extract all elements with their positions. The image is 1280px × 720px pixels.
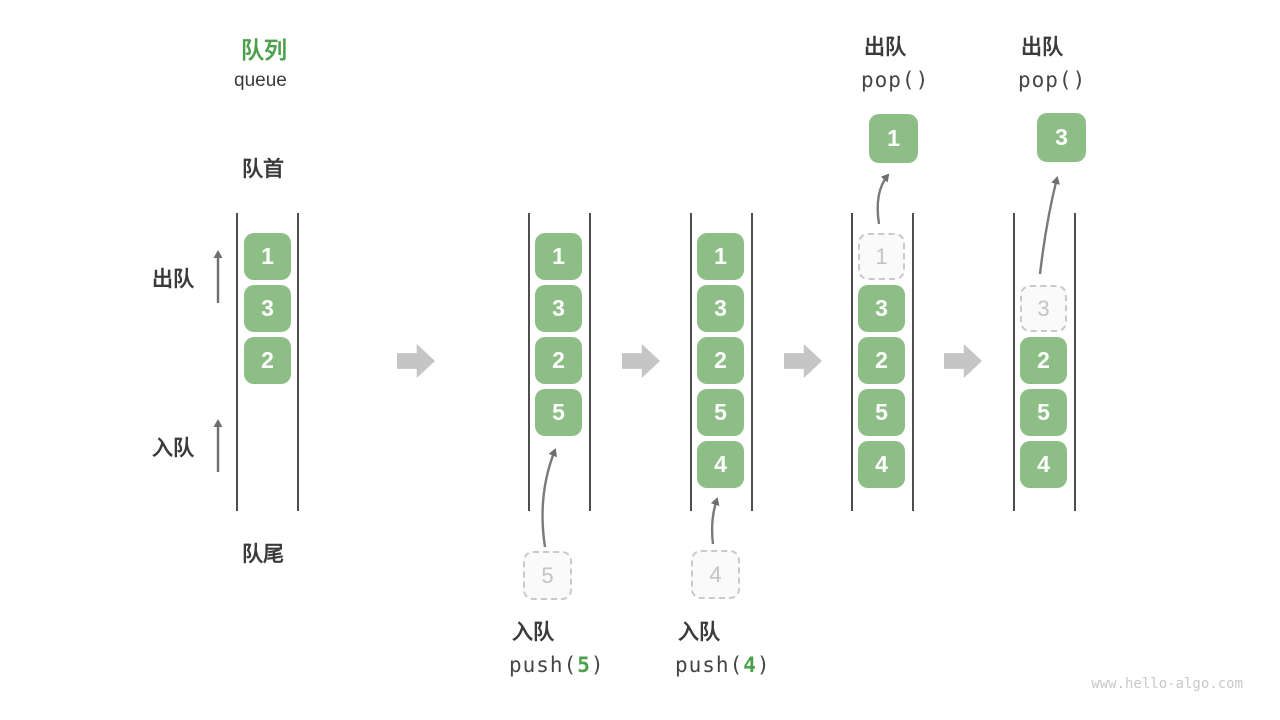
push-code-close: ) [590, 653, 605, 677]
queue-item: 5 [858, 389, 905, 436]
queue-item-ghost: 1 [858, 233, 905, 280]
pop-operation-label: 出队 [1021, 36, 1063, 59]
popped-item: 3 [1037, 113, 1086, 162]
step-arrow-icon [784, 344, 822, 378]
queue-wall-left [851, 213, 853, 511]
queue-item: 4 [1020, 441, 1067, 488]
push-code-close: ) [756, 653, 771, 677]
queue-wall-right [751, 213, 753, 511]
step-arrow-icon [397, 344, 435, 378]
diagram-subtitle: queue [234, 70, 287, 91]
queue-item: 1 [535, 233, 582, 280]
queue-wall-left [690, 213, 692, 511]
queue-item: 1 [697, 233, 744, 280]
push-code: push(5) [509, 653, 605, 677]
push-code: push(4) [675, 653, 771, 677]
queue-item: 2 [697, 337, 744, 384]
queue-wall-left [236, 213, 238, 511]
queue-item: 3 [535, 285, 582, 332]
pop-arrow-icon [876, 173, 890, 225]
diagram-title: 队列 [241, 37, 287, 63]
queue-item: 1 [244, 233, 291, 280]
queue-item: 4 [697, 441, 744, 488]
push-arrow-icon [710, 497, 720, 545]
queue-item: 3 [858, 285, 905, 332]
push-arrow-icon [541, 448, 557, 548]
pop-operation-label: 出队 [864, 36, 906, 59]
queue-wall-right [589, 213, 591, 511]
queue-wall-left [528, 213, 530, 511]
push-operation-label: 入队 [678, 621, 720, 644]
queue-item: 3 [244, 285, 291, 332]
popped-item: 1 [869, 114, 918, 163]
queue-item: 5 [535, 389, 582, 436]
step-arrow-icon [944, 344, 982, 378]
pop-code: pop() [861, 68, 930, 92]
push-code-fn: push( [675, 653, 744, 677]
queue-wall-right [912, 213, 914, 511]
queue-wall-right [1074, 213, 1076, 511]
queue-item: 2 [244, 337, 291, 384]
pop-arrow-icon [1038, 176, 1060, 275]
queue-item-ghost: 3 [1020, 285, 1067, 332]
label-dequeue-side: 出队 [152, 268, 194, 291]
incoming-item-ghost: 5 [523, 551, 572, 600]
label-queue-rear: 队尾 [242, 543, 284, 566]
push-code-arg: 4 [743, 653, 757, 677]
queue-item: 5 [697, 389, 744, 436]
watermark: www.hello-algo.com [1091, 676, 1243, 692]
queue-wall-right [297, 213, 299, 511]
label-enqueue-side: 入队 [152, 437, 194, 460]
push-operation-label: 入队 [512, 621, 554, 644]
label-queue-front: 队首 [242, 158, 284, 181]
queue-item: 2 [1020, 337, 1067, 384]
incoming-item-ghost: 4 [691, 550, 740, 599]
queue-wall-left [1013, 213, 1015, 511]
push-code-arg: 5 [577, 653, 591, 677]
step-arrow-icon [622, 344, 660, 378]
push-code-fn: push( [509, 653, 578, 677]
queue-item: 4 [858, 441, 905, 488]
queue-item: 2 [858, 337, 905, 384]
queue-item: 2 [535, 337, 582, 384]
queue-item: 3 [697, 285, 744, 332]
queue-item: 5 [1020, 389, 1067, 436]
pop-code: pop() [1018, 68, 1087, 92]
